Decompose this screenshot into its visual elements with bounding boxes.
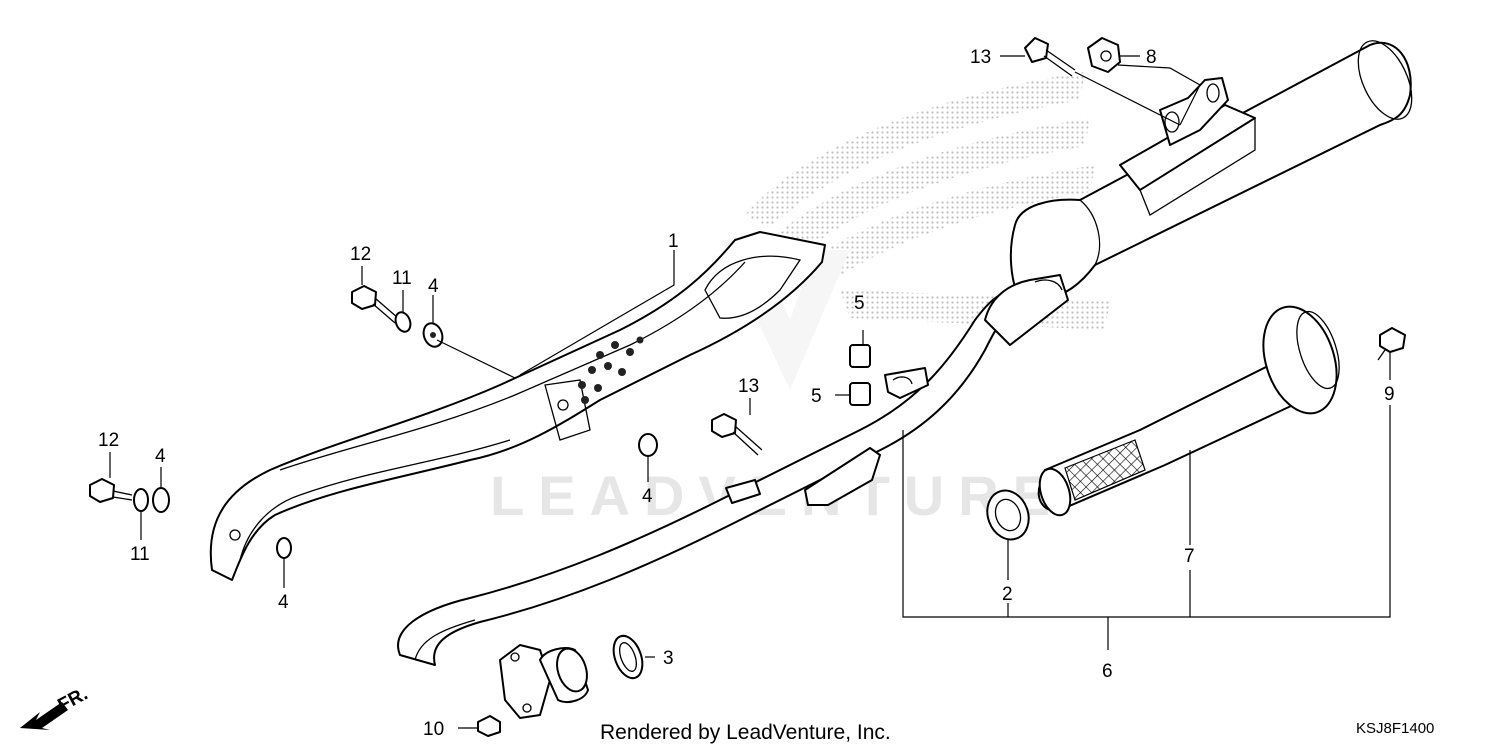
callout-labels: 1 2 3 4 4 4 4 5 5 6 7 8 9 10 11 11 12 12… — [98, 47, 1395, 740]
callout-4-upper: 4 — [428, 276, 439, 297]
exhaust-flange — [499, 644, 589, 719]
callout-5-lower: 5 — [811, 386, 822, 407]
callout-8: 8 — [1146, 47, 1157, 68]
rubber-5-upper — [849, 344, 871, 368]
callout-4-bottom: 4 — [278, 592, 289, 613]
collar-4-bottom — [276, 537, 292, 559]
callout-4-middle: 4 — [642, 486, 653, 507]
callout-3: 3 — [663, 648, 674, 669]
callout-13-middle: 13 — [738, 376, 759, 397]
front-direction-arrow: FR. — [20, 684, 91, 730]
bolt-12-upper — [351, 285, 399, 324]
exhaust-pipe-protector — [209, 231, 826, 581]
callout-7: 7 — [1184, 546, 1195, 567]
rendered-by-credit: Rendered by LeadVenture, Inc. — [600, 721, 891, 744]
leader-lines — [109, 55, 1391, 729]
callout-9: 9 — [1384, 384, 1395, 405]
bolt-12-lower — [89, 478, 133, 503]
callout-13-top: 13 — [970, 47, 991, 68]
washer-11-lower — [133, 488, 149, 512]
callout-11-upper: 11 — [392, 268, 412, 289]
callout-2: 2 — [1002, 584, 1013, 605]
callout-6: 6 — [1102, 661, 1113, 682]
bolt-10 — [477, 715, 501, 737]
callout-4-lower: 4 — [155, 446, 166, 467]
nut-8 — [1087, 37, 1121, 73]
washer-11-upper — [394, 311, 412, 333]
gasket-3 — [612, 634, 644, 680]
collar-4-lower — [152, 487, 170, 513]
callout-1: 1 — [668, 231, 679, 252]
bolt-13-top — [1024, 37, 1076, 77]
collar-4-middle — [638, 433, 658, 457]
bolt-13-middle — [711, 413, 763, 456]
muffler — [984, 40, 1413, 346]
callout-10: 10 — [423, 719, 444, 740]
spark-arrester — [1037, 305, 1340, 517]
diagram-code: KSJ8F1400 — [1356, 720, 1434, 737]
callout-12-lower: 12 — [98, 430, 119, 451]
rubber-5-lower — [849, 382, 871, 406]
callout-12-upper: 12 — [350, 244, 371, 265]
callout-5-upper: 5 — [854, 293, 865, 314]
bolt-9 — [1377, 327, 1406, 361]
callout-11-lower: 11 — [130, 544, 150, 565]
